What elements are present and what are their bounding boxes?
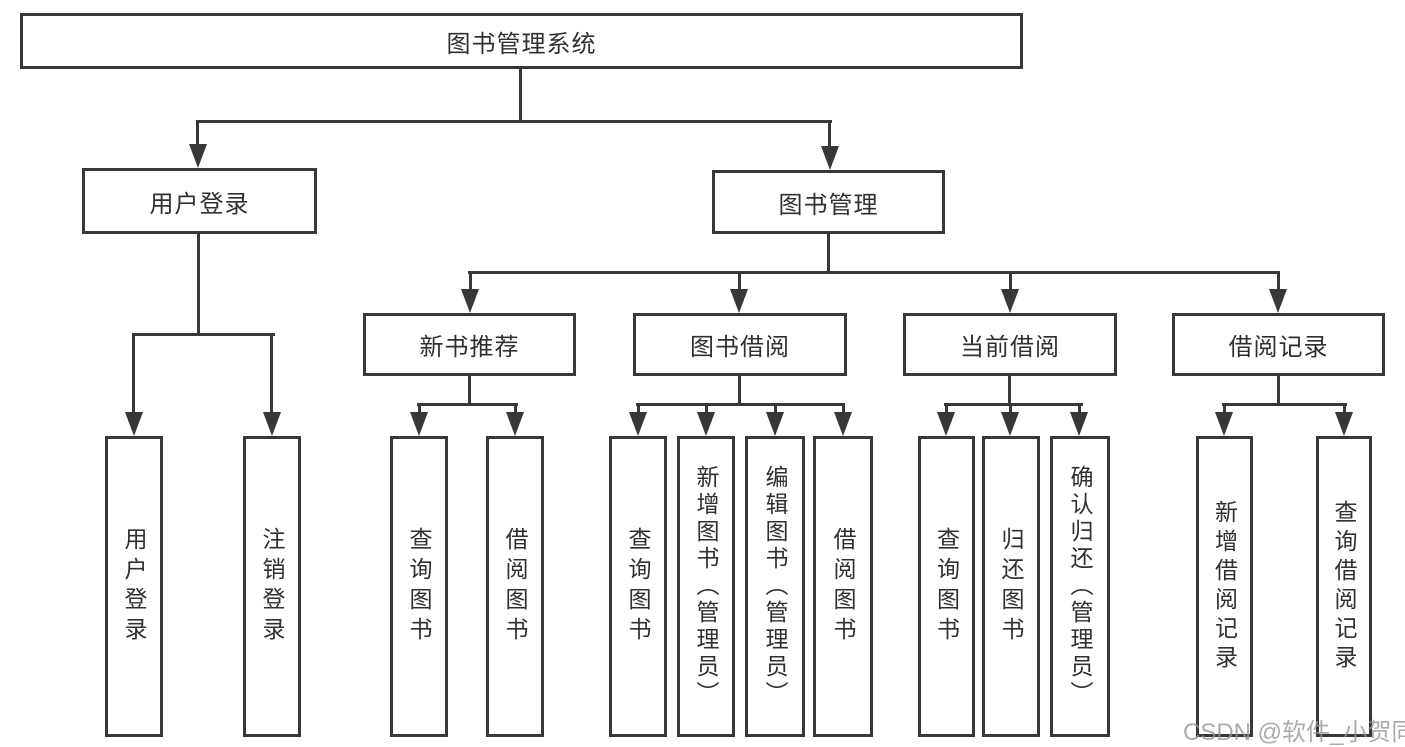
leaf-logout: 注销登录 xyxy=(243,436,301,737)
arrow-down-icon xyxy=(1269,289,1287,313)
connector-line xyxy=(636,403,845,406)
leaf-bb-query-books-label: 查询图书 xyxy=(625,526,651,647)
connector-line xyxy=(827,234,830,274)
arrow-down-icon xyxy=(629,412,647,436)
connector-line xyxy=(1222,403,1347,406)
leaf-nbr-borrow-books: 借阅图书 xyxy=(486,436,544,737)
leaf-nbr-query-books: 查询图书 xyxy=(390,436,448,737)
leaf-bb-borrow-books-label: 借阅图书 xyxy=(830,526,856,647)
leaf-user-login-label: 用户登录 xyxy=(121,526,147,647)
connector-line xyxy=(1009,406,1012,412)
leaf-logout-label: 注销登录 xyxy=(259,526,285,647)
leaf-cb-query-books-label: 查询图书 xyxy=(933,526,960,647)
leaf-br-query-record: 查询借阅记录 xyxy=(1316,436,1372,737)
connector-line xyxy=(738,376,741,406)
connector-line xyxy=(1008,376,1011,406)
node-book-management-label: 图书管理 xyxy=(778,191,879,219)
connector-line xyxy=(1009,274,1012,289)
connector-line xyxy=(945,406,948,412)
node-borrow-records-label: 借阅记录 xyxy=(1228,334,1329,361)
connector-line xyxy=(196,120,832,123)
arrow-down-icon xyxy=(410,412,428,436)
connector-line xyxy=(468,271,1280,274)
leaf-cb-confirm-return-admin: 确认归还（管理员） xyxy=(1050,436,1110,737)
arrow-down-icon xyxy=(125,412,143,436)
watermark: CSDN @软件_小贺同学 xyxy=(1183,719,1405,746)
leaf-bb-edit-books-admin: 编辑图书（管理员） xyxy=(745,436,805,737)
arrow-down-icon xyxy=(1001,289,1019,313)
leaf-nbr-query-books-label: 查询图书 xyxy=(406,526,432,647)
connector-line xyxy=(944,403,1083,406)
connector-line xyxy=(637,406,640,412)
node-book-borrow-label: 图书借阅 xyxy=(690,334,790,361)
connector-line xyxy=(132,336,135,412)
connector-line xyxy=(132,333,275,336)
node-book-borrow: 图书借阅 xyxy=(633,313,847,376)
arrow-down-icon xyxy=(263,412,281,436)
node-user-login-label: 用户登录 xyxy=(149,190,250,218)
leaf-bb-query-books: 查询图书 xyxy=(609,436,667,737)
node-user-login: 用户登录 xyxy=(82,168,317,234)
leaf-cb-return-books: 归还图书 xyxy=(982,436,1040,737)
arrow-down-icon xyxy=(821,146,839,170)
arrow-down-icon xyxy=(1070,412,1088,436)
leaf-nbr-borrow-books-label: 借阅图书 xyxy=(502,526,528,647)
leaf-user-login: 用户登录 xyxy=(105,436,163,737)
arrow-down-icon xyxy=(766,412,784,436)
leaf-br-add-record-label: 新增借阅记录 xyxy=(1211,499,1238,674)
arrow-down-icon xyxy=(697,412,715,436)
connector-line xyxy=(197,232,200,336)
leaf-br-add-record: 新增借阅记录 xyxy=(1196,436,1253,737)
connector-line xyxy=(270,336,273,412)
node-new-book-recommend-label: 新书推荐 xyxy=(419,334,520,361)
leaf-bb-add-books-admin: 新增图书（管理员） xyxy=(677,436,735,737)
arrow-down-icon xyxy=(1335,412,1353,436)
arrow-down-icon xyxy=(937,412,955,436)
node-borrow-records: 借阅记录 xyxy=(1172,313,1385,376)
arrow-down-icon xyxy=(506,412,524,436)
connector-line xyxy=(1223,406,1226,412)
node-current-borrow-label: 当前借阅 xyxy=(960,334,1060,361)
node-root-label: 图书管理系统 xyxy=(446,30,597,58)
connector-line xyxy=(1277,274,1280,289)
connector-line xyxy=(514,406,517,412)
connector-line xyxy=(828,123,831,146)
arrow-down-icon xyxy=(461,289,479,313)
connector-line xyxy=(738,274,741,289)
connector-line xyxy=(468,376,471,406)
connector-line xyxy=(1078,406,1081,412)
connector-line xyxy=(1277,376,1280,406)
connector-line xyxy=(418,406,421,412)
connector-line xyxy=(705,406,708,412)
node-book-management: 图书管理 xyxy=(712,170,945,234)
leaf-bb-add-books-admin-label: 新增图书（管理员） xyxy=(693,465,719,708)
leaf-cb-confirm-return-admin-label: 确认归还（管理员） xyxy=(1067,465,1093,708)
connector-line xyxy=(842,406,845,412)
node-root: 图书管理系统 xyxy=(20,13,1023,69)
leaf-br-query-record-label: 查询借阅记录 xyxy=(1331,499,1357,674)
node-current-borrow: 当前借阅 xyxy=(903,313,1117,376)
leaf-bb-borrow-books: 借阅图书 xyxy=(813,436,873,737)
connector-line xyxy=(196,123,199,144)
arrow-down-icon xyxy=(834,412,852,436)
connector-line xyxy=(774,406,777,412)
arrow-down-icon xyxy=(1215,412,1233,436)
leaf-cb-return-books-label: 归还图书 xyxy=(998,526,1024,647)
arrow-down-icon xyxy=(189,144,207,168)
connector-line xyxy=(519,68,522,123)
connector-line xyxy=(417,403,518,406)
leaf-bb-edit-books-admin-label: 编辑图书（管理员） xyxy=(762,465,788,708)
connector-line xyxy=(1343,406,1346,412)
leaf-cb-query-books: 查询图书 xyxy=(918,436,975,737)
arrow-down-icon xyxy=(730,289,748,313)
node-new-book-recommend: 新书推荐 xyxy=(363,313,576,376)
connector-line xyxy=(469,274,472,289)
arrow-down-icon xyxy=(1001,412,1019,436)
